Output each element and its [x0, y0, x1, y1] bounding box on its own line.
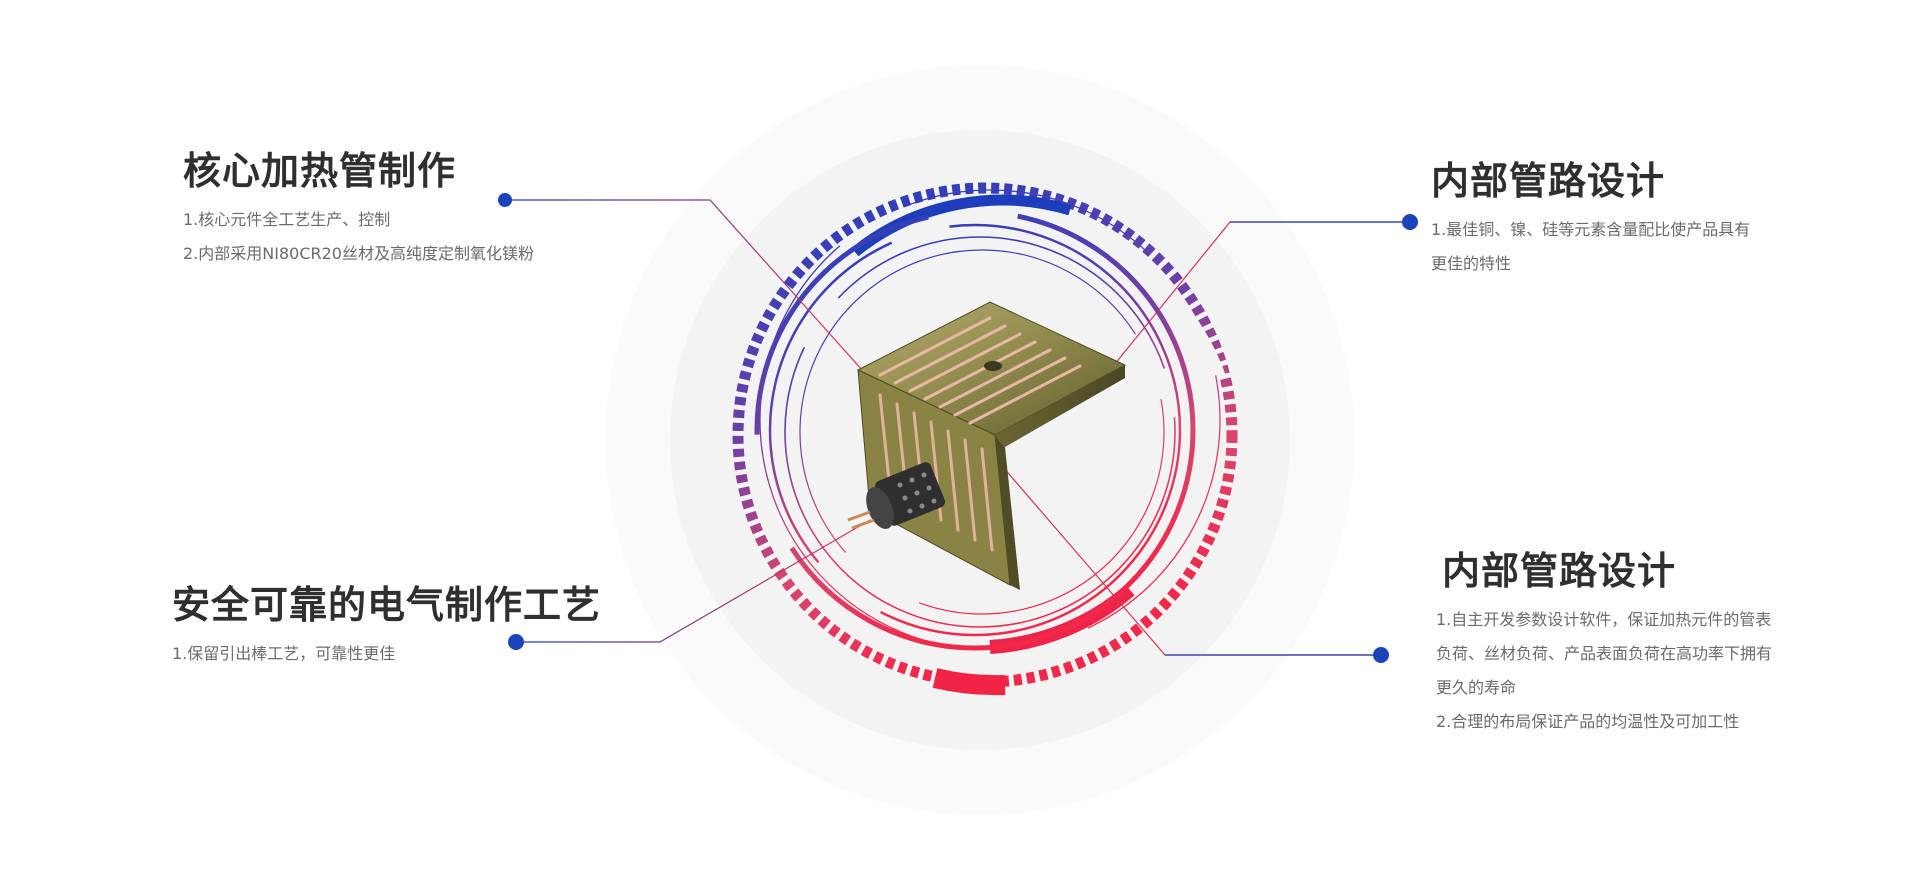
ring-thin-1 [768, 223, 1182, 637]
feature-title: 内部管路设计 [1442, 549, 1677, 593]
connector-dot-icon [508, 634, 524, 650]
feature-line: 1.保留引出棒工艺，可靠性更佳 [172, 644, 396, 663]
leader-line-1 [507, 199, 881, 391]
segmented-ring-outer [732, 182, 1238, 688]
feature-internal-piping-1: 内部管路设计 1.最佳铜、镍、硅等元素含量配比使产品具有更佳的特性 [1431, 150, 1751, 281]
feature-line: 1.核心元件全工艺生产、控制 [183, 210, 391, 229]
feature-line: 2.合理的布局保证产品的均温性及可加工性 [1436, 712, 1740, 731]
feature-title: 安全可靠的电气制作工艺 [172, 583, 602, 627]
ring-thin-3 [799, 249, 1165, 615]
feature-core-heating-tube: 核心加热管制作 1.核心元件全工艺生产、控制 2.内部采用NI80CR20丝材及… [183, 140, 534, 271]
feature-line: 1.最佳铜、镍、硅等元素含量配比使产品具有更佳的特性 [1431, 220, 1751, 273]
feature-internal-piping-2: 内部管路设计 1.自主开发参数设计软件，保证加热元件的管表负荷、丝材负荷、产品表… [1436, 540, 1776, 739]
connector-dot-icon [1402, 214, 1418, 230]
feature-title: 内部管路设计 [1431, 159, 1666, 203]
ring-thin-2 [784, 236, 1176, 628]
terminal-connector [847, 462, 945, 530]
arc-bottom-block [932, 668, 1006, 696]
ring-mid [754, 209, 1196, 651]
leader-line-3 [518, 519, 871, 643]
connector-dot-icon [498, 193, 512, 207]
feature-electrical-process: 安全可靠的电气制作工艺 1.保留引出棒工艺，可靠性更佳 [172, 574, 601, 671]
heater-plate-product [847, 301, 1127, 590]
feature-line: 2.内部采用NI80CR20丝材及高纯度定制氧化镁粉 [183, 244, 534, 263]
ring-thin-4 [759, 189, 1221, 651]
feature-line: 1.自主开发参数设计软件，保证加热元件的管表负荷、丝材负荷、产品表面负荷在高功率… [1436, 610, 1773, 697]
connector-dot-icon [1373, 647, 1389, 663]
feature-title: 核心加热管制作 [183, 149, 457, 193]
